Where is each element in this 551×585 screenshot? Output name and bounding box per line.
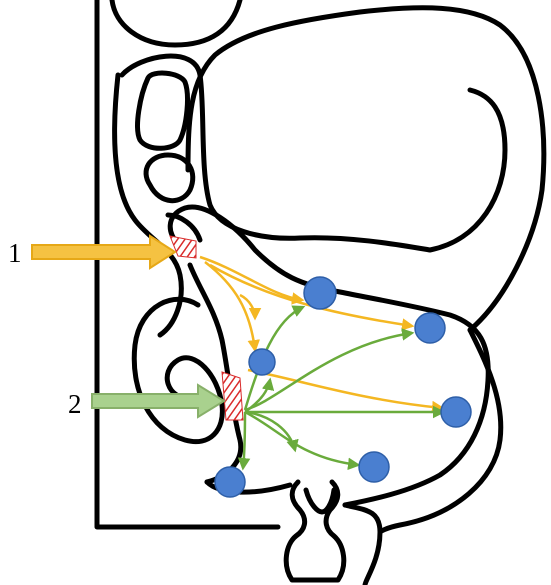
ethmoid-round-cell <box>146 155 193 201</box>
label-1: 1 <box>8 238 22 268</box>
target-right-middle <box>441 397 471 427</box>
target-upper-middle <box>304 277 336 309</box>
arrow-2 <box>92 385 224 417</box>
target-lower-left <box>215 467 245 497</box>
yellow-flow-to-far-right <box>248 370 442 408</box>
green-flow-paths <box>243 307 443 468</box>
frontal-sinus-outline <box>112 0 240 45</box>
green-flow-to-lower-target <box>245 412 358 465</box>
arrow-1 <box>32 236 175 268</box>
green-flow-loop <box>245 412 295 450</box>
target-center <box>249 349 275 375</box>
label-2: 2 <box>68 389 82 419</box>
deposition-zone-2 <box>222 372 243 420</box>
deposition-zone-1 <box>170 236 196 258</box>
target-right-upper <box>415 313 445 343</box>
ethmoid-cell-outline <box>138 73 188 148</box>
nozzle-outline <box>286 482 344 580</box>
upper-cavity-outline <box>122 56 505 250</box>
inferior-concha-spiral <box>134 299 222 441</box>
target-lower-middle <box>359 452 389 482</box>
nasal-wall-outline <box>115 75 182 335</box>
yellow-flow-to-upper-target <box>200 257 302 300</box>
outer-frame <box>97 0 278 527</box>
septum-outline <box>190 265 241 482</box>
right-lower-wall <box>380 330 501 532</box>
